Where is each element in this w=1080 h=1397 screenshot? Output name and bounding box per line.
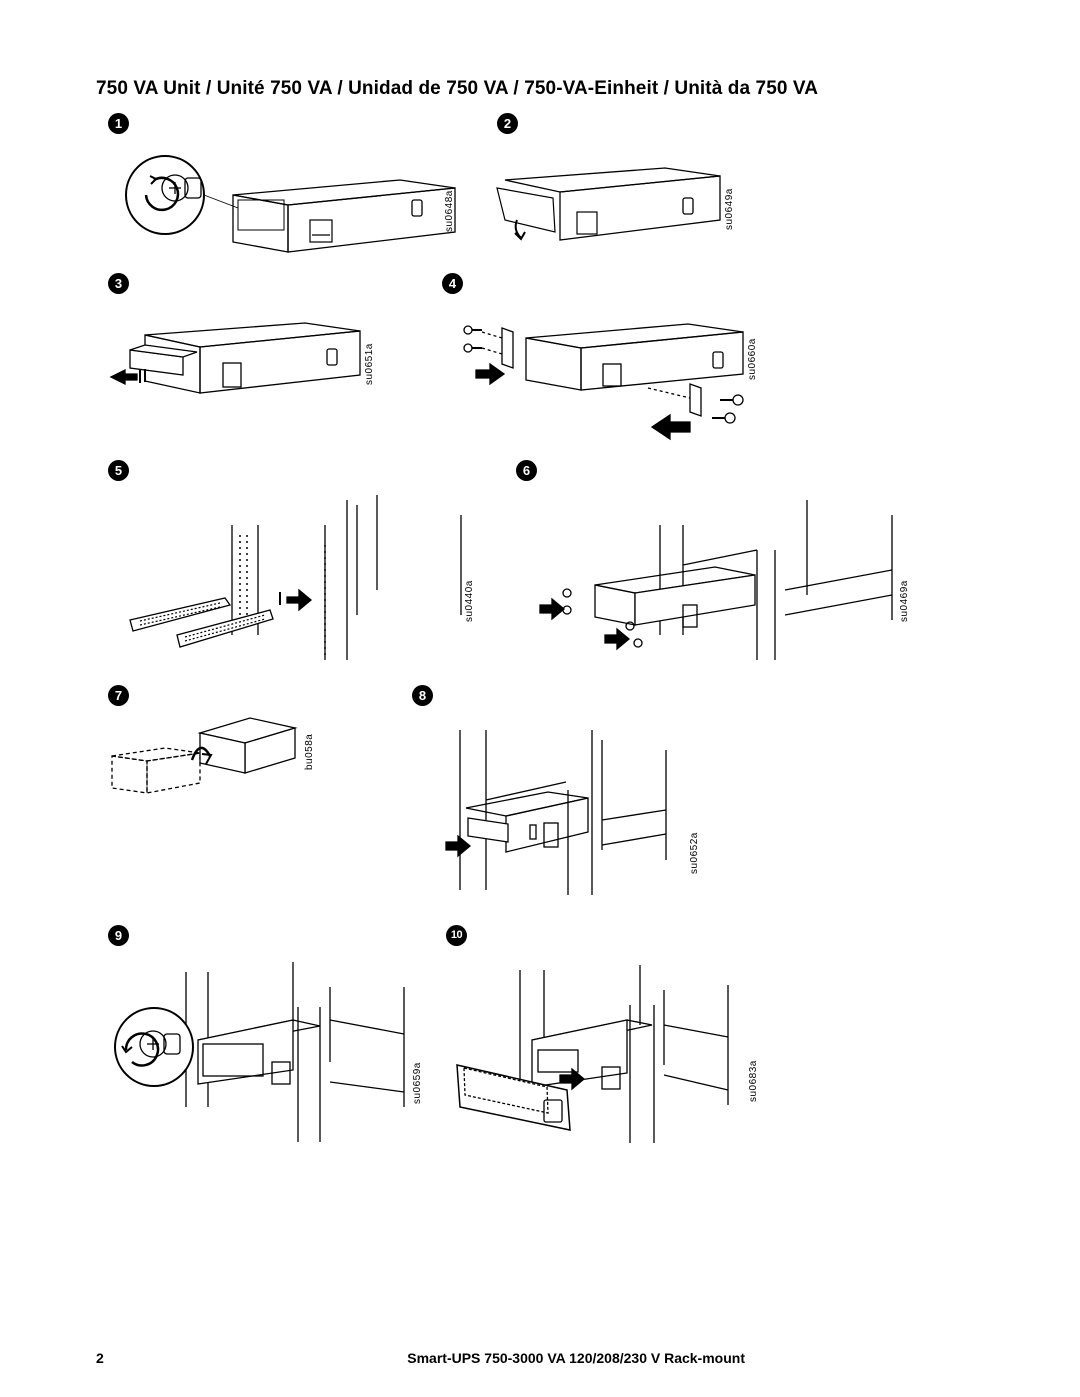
figure-1-code: su0648a [444,190,455,232]
step-2-badge: 2 [497,113,518,134]
step-8-badge: 8 [412,685,433,706]
page-title: 750 VA Unit / Unité 750 VA / Unidad de 7… [96,78,819,99]
figure-9-reattach-bezel-screws: su0659a [108,962,428,1147]
figure-6-mount-unit-in-rack: su0469a [535,495,915,670]
figure-7-rotate-battery: bu058a [110,717,340,798]
footer-page-number: 2 [96,1350,104,1366]
figure-6-code: su0469a [899,580,910,622]
step-10-badge: 10 [446,925,467,946]
step-9-badge: 9 [108,925,129,946]
figure-2-code: su0649a [724,188,735,230]
figure-8-insert-battery: su0652a [438,730,700,895]
figure-10-attach-front-bezel: su0683a [452,965,772,1150]
step-6-badge: 6 [516,460,537,481]
step-1-badge: 1 [108,113,129,134]
figure-1-remove-bezel-screws: su0648a [120,150,480,265]
figure-7-code: bu058a [304,734,315,770]
step-5-badge: 5 [108,460,129,481]
footer-document-title: Smart-UPS 750-3000 VA 120/208/230 V Rack… [407,1350,745,1366]
figure-5-code: su0440a [464,580,475,622]
figure-9-code: su0659a [412,1062,423,1104]
figure-4-attach-brackets: su0660a [458,318,768,443]
figure-4-code: su0660a [747,338,758,380]
step-4-badge: 4 [442,273,463,294]
figure-8-code: su0652a [689,832,700,874]
figure-10-code: su0683a [748,1060,759,1102]
step-3-badge: 3 [108,273,129,294]
figure-5-install-rails: su0440a [125,495,485,665]
step-7-badge: 7 [108,685,129,706]
figure-3-remove-battery: su0651a [105,305,395,405]
figure-3-code: su0651a [364,343,375,385]
figure-2-remove-bezel: su0649a [495,150,755,250]
